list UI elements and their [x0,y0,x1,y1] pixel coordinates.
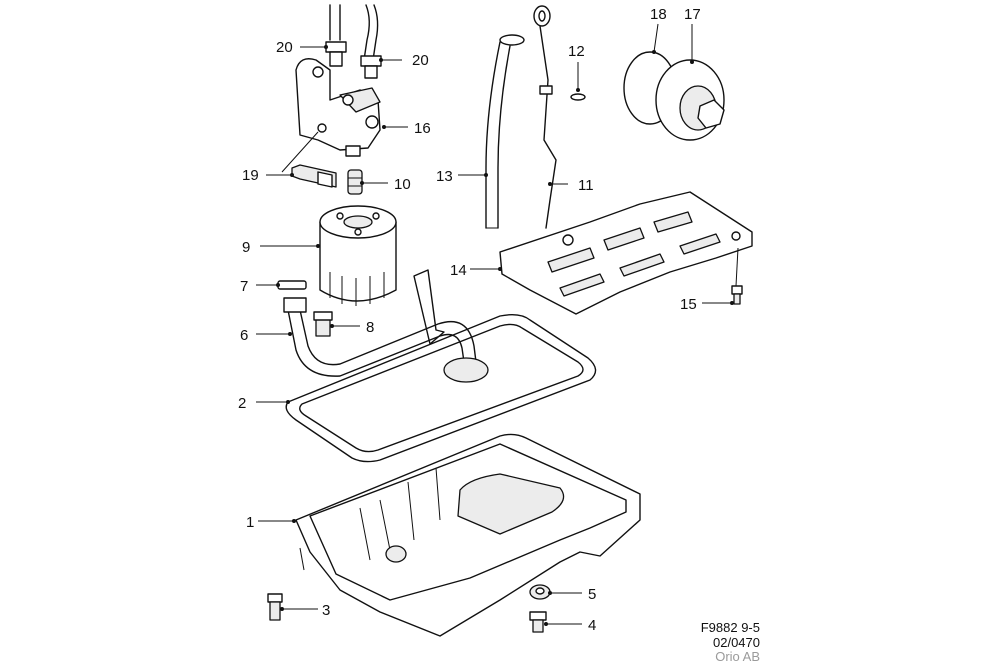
doc-ref: 02/0470 [713,635,760,650]
callout-2: 2 [238,395,246,412]
part-12-clip [570,93,586,101]
part-13-dipstick-tube [485,34,525,229]
callout-6: 6 [240,327,248,344]
part-5-washer [529,584,551,600]
part-1-oil-pan [295,433,641,637]
callout-20-left: 20 [276,39,293,56]
callout-18: 18 [650,6,667,23]
callout-14: 14 [450,262,467,279]
part-20-oil-pipes [325,4,382,79]
callout-1: 1 [246,514,254,531]
footer: F9882 9-5 02/0470 Orio AB [701,620,760,664]
part-7-seal [277,280,307,290]
callout-13: 13 [436,168,453,185]
part-16-filter-housing [295,58,381,157]
part-3-bolt [267,593,283,621]
callout-8: 8 [366,319,374,336]
callout-10: 10 [394,176,411,193]
part-11-dipstick [533,5,557,229]
part-19-bolt [291,164,337,188]
callouts: 20 20 16 19 10 9 7 6 8 2 1 3 5 4 13 11 1… [238,6,701,634]
part-6-pickup-pipe [283,269,489,383]
callout-3: 3 [322,602,330,619]
part-9-oil-filter [319,205,397,306]
callout-15: 15 [680,296,697,313]
callout-12: 12 [568,43,585,60]
part-15-bolt [731,285,743,305]
callout-9: 9 [242,239,250,256]
callout-19: 19 [242,167,259,184]
leader-lines [256,23,739,625]
callout-20-right: 20 [412,52,429,69]
part-8-bolt [313,311,333,337]
callout-4: 4 [588,617,596,634]
callout-7: 7 [240,278,248,295]
part-17-breather-cap [655,59,725,141]
callout-16: 16 [414,120,431,137]
callout-5: 5 [588,586,596,603]
callout-17: 17 [684,6,701,23]
part-4-drain-plug [529,611,547,633]
part-10-nipple [347,169,363,195]
part-14-baffle [499,191,753,315]
callout-11: 11 [578,177,594,194]
part-2-gasket [285,313,597,463]
leader-dots [276,45,734,626]
publisher: Orio AB [715,649,760,664]
figure-ref: F9882 9-5 [701,620,760,635]
